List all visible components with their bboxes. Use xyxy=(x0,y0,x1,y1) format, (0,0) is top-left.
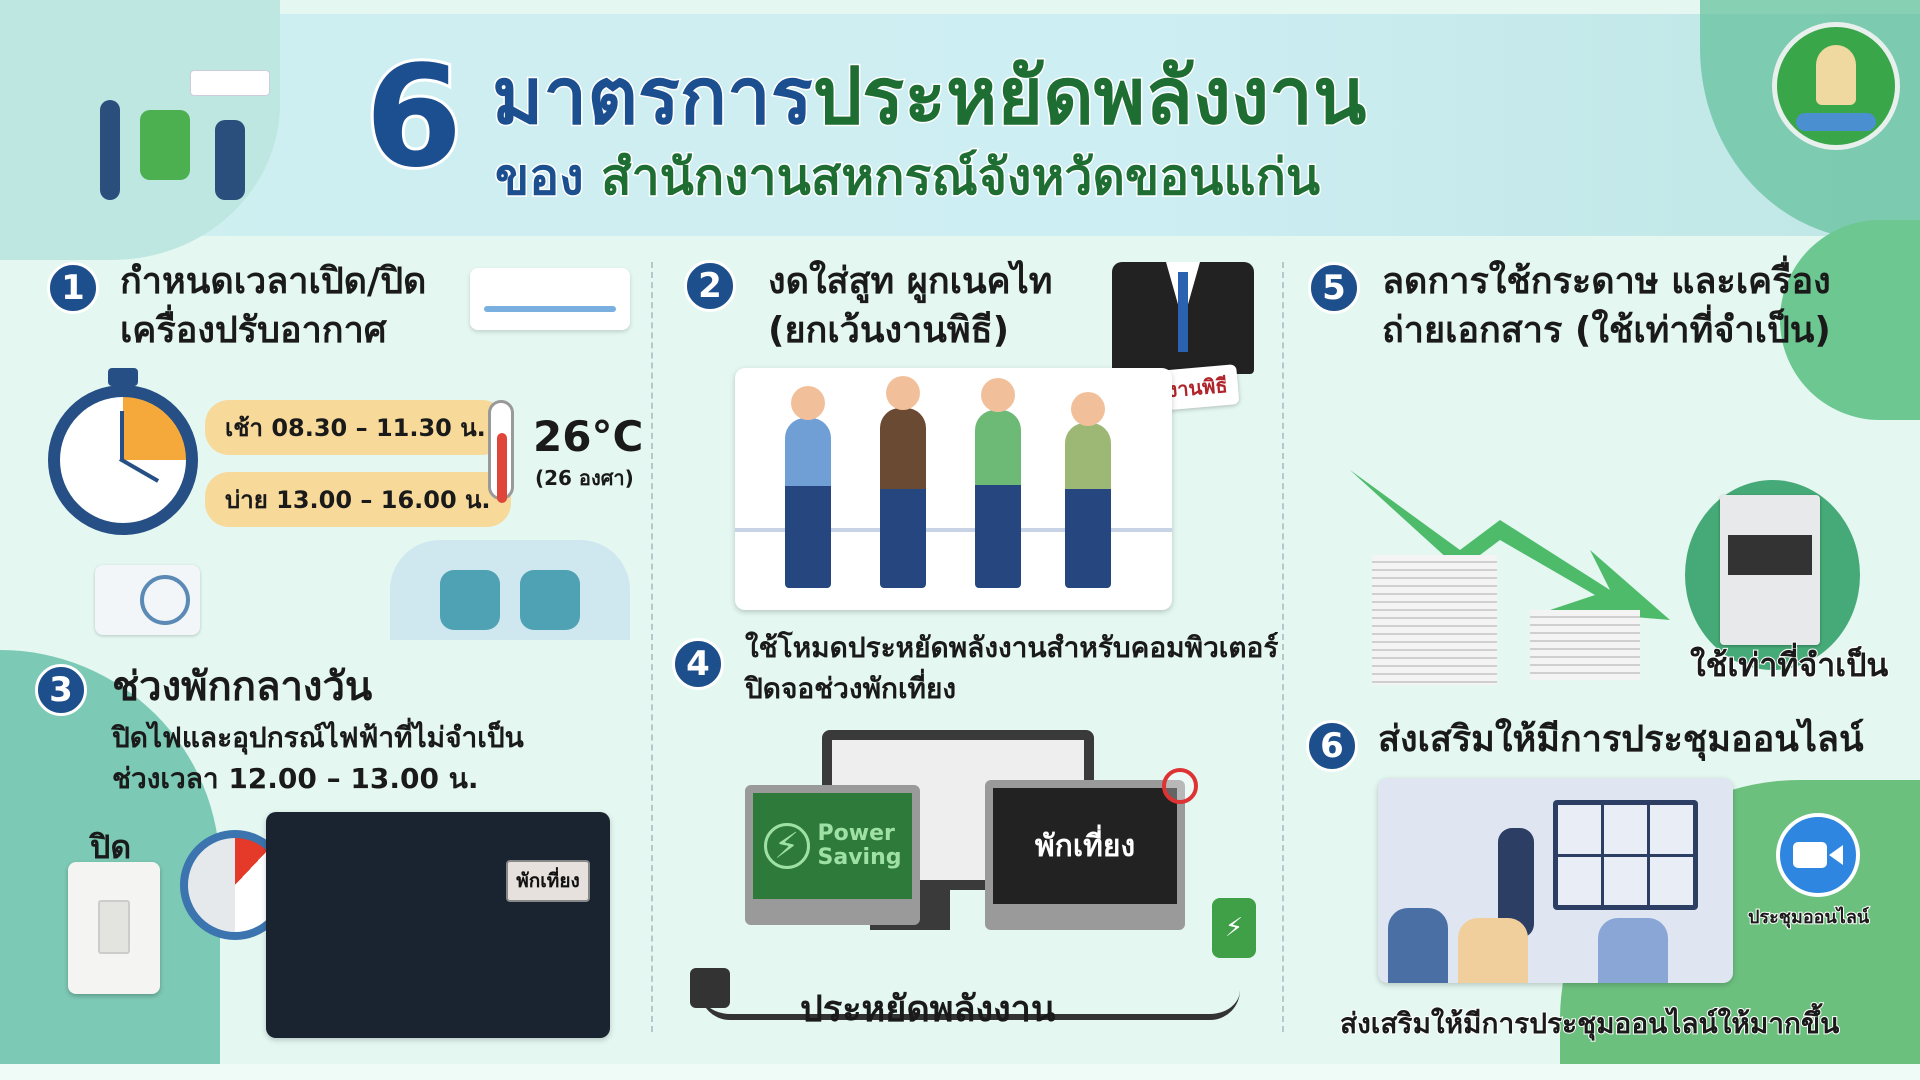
measure-1-badge: 1 xyxy=(47,262,99,314)
title-part2: ประหยัดพลังงาน xyxy=(811,52,1368,142)
paper-stack-large xyxy=(1372,555,1497,685)
suit-jacket-icon xyxy=(1112,262,1254,374)
video-call-screen xyxy=(1553,800,1698,910)
person-figure xyxy=(1065,423,1111,588)
switch-label: ปิด xyxy=(90,828,132,866)
subtitle-part2: สำนักงานสหกรณ์จังหวัดขอนแก่น xyxy=(600,148,1322,206)
video-camera-icon xyxy=(1776,813,1860,897)
power-cable xyxy=(700,990,1240,1020)
casual-staff-illustration xyxy=(735,368,1172,610)
title-part1: มาตรการ xyxy=(491,52,815,142)
people-chatting-illustration xyxy=(390,540,630,640)
air-conditioner-icon xyxy=(470,268,630,330)
outdoor-unit-icon xyxy=(95,565,200,635)
subtitle-part1: ของ xyxy=(494,148,586,206)
measure-3-detail: ปิดไฟและอุปกรณ์ไฟฟ้าที่ไม่จำเป็นช่วงเวลา… xyxy=(112,718,524,799)
person-head xyxy=(981,378,1015,412)
air-conditioner-icon xyxy=(190,70,270,96)
attendee-figure xyxy=(1598,918,1668,983)
measure-5-title: ลดการใช้กระดาษ และเครื่องถ่ายเอกสาร (ใช้… xyxy=(1382,258,1831,355)
person-figure xyxy=(975,410,1021,588)
morning-schedule: เช้า 08.30 – 11.30 น. xyxy=(205,400,506,455)
paper-stack-small xyxy=(1530,610,1640,680)
title-line: (ยกเว้นงานพิธี) xyxy=(768,309,1010,351)
screen-power-text: Power xyxy=(817,820,895,846)
title-line: เครื่องปรับอากาศ xyxy=(120,309,387,351)
clock-hand xyxy=(119,457,160,483)
page-subtitle: ของ สำนักงานสหกรณ์จังหวัดขอนแก่น xyxy=(494,148,1322,206)
header-band xyxy=(0,14,1920,236)
copier-caption: ใช้เท่าที่จำเป็น xyxy=(1689,645,1889,685)
measure-5-badge: 5 xyxy=(1308,262,1360,314)
cloud-icon xyxy=(1796,113,1876,131)
measure-1-title: กำหนดเวลาเปิด/ปิดเครื่องปรับอากาศ xyxy=(120,258,426,355)
temperature-value: 26°C xyxy=(533,412,644,461)
person-head xyxy=(791,386,825,420)
person-head xyxy=(886,376,920,410)
measure-2-title: งดใส่สูท ผูกเนคไท (ยกเว้นงานพิธี) xyxy=(768,258,1052,355)
title-line: กำหนดเวลาเปิด/ปิด xyxy=(120,261,427,302)
stopwatch-icon xyxy=(48,385,198,535)
person-figure xyxy=(880,408,926,588)
measure-4-title: ใช้โหมดประหยัดพลังงานสำหรับคอมพิวเตอร์ปิ… xyxy=(745,628,1278,709)
clock-hand xyxy=(120,411,124,461)
title-line: ลดการใช้กระดาษ และเครื่อง xyxy=(1382,261,1831,302)
plug-icon xyxy=(140,110,190,180)
column-divider xyxy=(651,262,653,1032)
dark-office-photo: พักเที่ยง xyxy=(266,812,610,1038)
title-line: งดใส่สูท ผูกเนคไท xyxy=(768,261,1053,302)
deity-figure-icon xyxy=(1816,45,1856,105)
screen-saving-text: Saving xyxy=(817,845,902,870)
armchair-icon xyxy=(520,570,580,630)
measure-6-badge: 6 xyxy=(1306,720,1358,772)
video-icon-caption: ประชุมออนไลน์ xyxy=(1747,906,1870,929)
lunch-sign: พักเที่ยง xyxy=(506,860,590,902)
person-icon xyxy=(215,120,245,200)
attendee-figure xyxy=(1388,908,1448,983)
person-figure xyxy=(785,418,831,588)
measure-6-footer: ส่งเสริมให้มีการประชุมออนไลน์ให้มากขึ้น xyxy=(1339,1006,1840,1041)
measure-3-title: ช่วงพักกลางวัน xyxy=(112,664,373,710)
measure-2-badge: 2 xyxy=(684,260,736,312)
department-logo xyxy=(1772,22,1900,150)
lightning-icon: ⚡ xyxy=(763,823,810,869)
title-line: ปิดจอช่วงพักเที่ยง xyxy=(745,671,957,705)
measure-4-badge: 4 xyxy=(672,638,724,690)
header-illustration xyxy=(80,40,280,220)
attendee-figure xyxy=(1458,918,1528,983)
temperature-note: (26 องศา) xyxy=(535,466,634,490)
title-line: ใช้โหมดประหยัดพลังงานสำหรับคอมพิวเตอร์ xyxy=(745,631,1279,664)
title-line: ถ่ายเอกสาร (ใช้เท่าที่จำเป็น) xyxy=(1382,309,1831,351)
detail-line: ช่วงเวลา 12.00 – 13.00 น. xyxy=(112,761,479,795)
online-meeting-illustration xyxy=(1378,778,1733,983)
title-number: 6 xyxy=(362,36,465,199)
downward-arrow-icon xyxy=(1350,470,1670,620)
bottom-strip xyxy=(0,1064,1920,1080)
column-divider xyxy=(1282,262,1284,1032)
light-switch-icon xyxy=(68,862,160,994)
lunch-monitor: พักเที่ยง xyxy=(985,780,1185,930)
stopwatch-crown xyxy=(108,368,138,386)
desk-line xyxy=(735,528,1172,532)
detail-line: ปิดไฟและอุปกรณ์ไฟฟ้าที่ไม่จำเป็น xyxy=(112,721,524,754)
person-icon xyxy=(100,100,120,200)
afternoon-schedule: บ่าย 13.00 – 16.00 น. xyxy=(205,472,511,527)
cable-label: ประหยัดพลังงาน xyxy=(800,989,1056,1030)
green-plug-icon: ⚡ xyxy=(1212,898,1256,958)
photocopier-icon xyxy=(1720,495,1820,645)
prohibited-icon xyxy=(1162,768,1198,804)
person-head xyxy=(1071,392,1105,426)
measure-3-badge: 3 xyxy=(35,664,87,716)
page-title: มาตรการประหยัดพลังงาน xyxy=(491,52,1368,142)
thermometer-icon xyxy=(488,400,514,503)
armchair-icon xyxy=(440,570,500,630)
measure-6-title: ส่งเสริมให้มีการประชุมออนไลน์ xyxy=(1378,719,1864,760)
